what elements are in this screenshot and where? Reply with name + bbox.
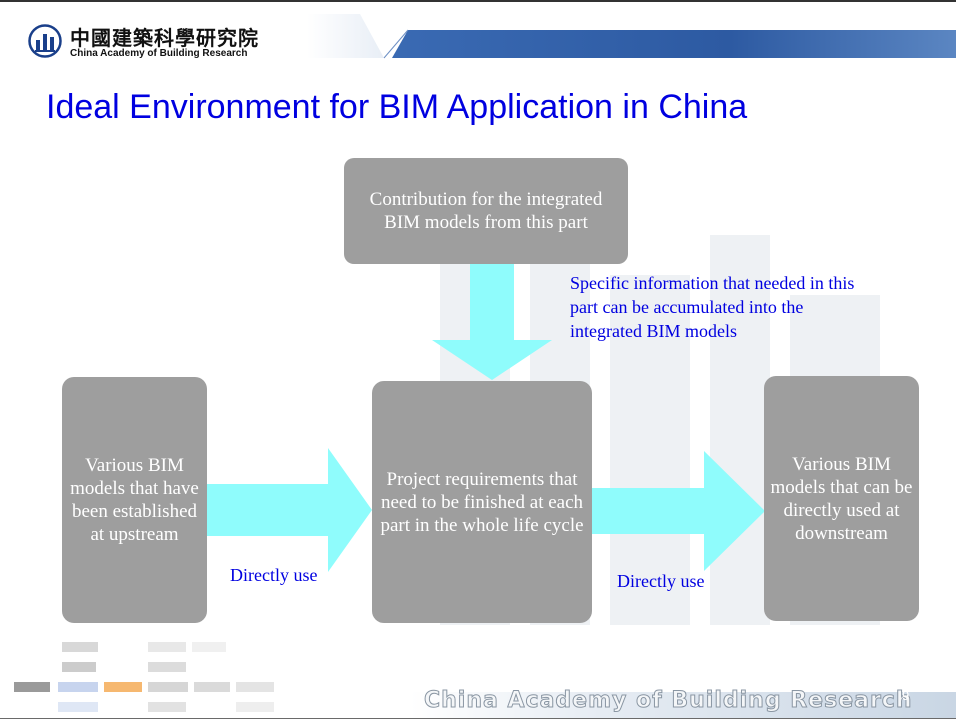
- footer-decor-square: [62, 642, 98, 652]
- academy-emblem-icon: [28, 24, 62, 58]
- footer-decor-square: [58, 682, 98, 692]
- footer-decor-square: [194, 682, 230, 692]
- downstream-models-box: Various BIM models that can be directly …: [764, 376, 919, 621]
- footer-decor-square: [236, 682, 274, 692]
- logo-english-name: China Academy of Building Research: [70, 48, 248, 59]
- footer: China Academy of Building Research 9: [0, 640, 956, 719]
- project-requirements-box: Project requirements that need to be fin…: [372, 381, 592, 623]
- footer-decor-square: [192, 642, 226, 652]
- footer-decor-square: [148, 702, 186, 712]
- slide-title: Ideal Environment for BIM Application in…: [46, 88, 748, 126]
- header: 中國建築科學研究院 China Academy of Building Rese…: [0, 0, 956, 70]
- footer-decor-square: [148, 682, 188, 692]
- down-arrow: [432, 264, 552, 380]
- header-band: [0, 0, 956, 59]
- footer-decor-square: [148, 662, 186, 672]
- specific-info-note: Specific information that needed in this…: [570, 273, 855, 341]
- page-number: 9: [902, 688, 910, 703]
- footer-decor-square: [62, 662, 96, 672]
- footer-decor-square: [104, 682, 142, 692]
- footer-decor-square: [236, 702, 274, 712]
- left-arrow: [207, 448, 372, 572]
- contribution-box: Contribution for the integrated BIM mode…: [344, 158, 628, 264]
- right-arrow: [592, 451, 765, 571]
- footer-brand-text: China Academy of Building Research: [424, 688, 913, 714]
- logo: 中國建築科學研究院 China Academy of Building Rese…: [28, 22, 328, 64]
- footer-decor-square: [14, 682, 50, 692]
- logo-chinese-name: 中國建築科學研究院: [70, 26, 259, 50]
- directly-use-label-right: Directly use: [617, 571, 705, 591]
- footer-decor-square: [148, 642, 186, 652]
- directly-use-label-left: Directly use: [230, 565, 318, 585]
- footer-band: [410, 692, 956, 719]
- upstream-models-box: Various BIM models that have been establ…: [62, 377, 207, 623]
- footer-decor-square: [58, 702, 98, 712]
